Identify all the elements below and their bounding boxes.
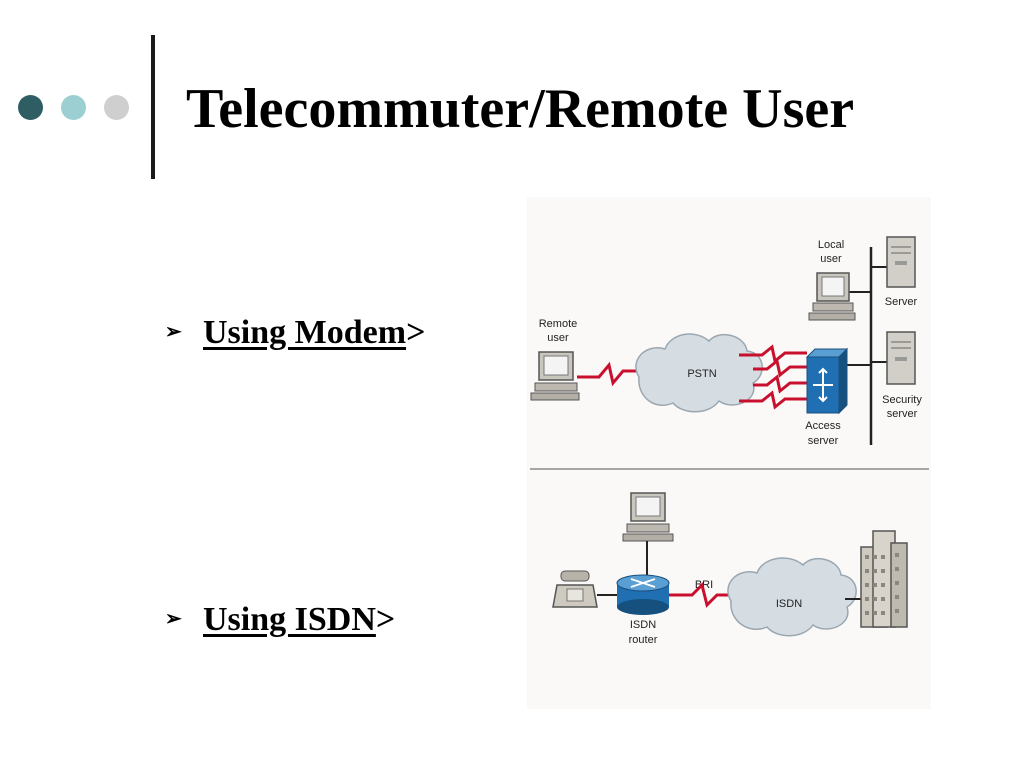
access-server-icon [805,347,849,415]
local-user-label-1: Local [818,239,844,251]
bullet-isdn: ➢ Using ISDN> [165,600,395,642]
remote-user-label-1: Remote [539,318,578,330]
lan-backbone [847,247,887,445]
diagram-svg: Local user Server Security server Remote… [527,197,931,709]
isdn-cloud-icon [727,557,857,637]
isdn-router-label-1: ISDN [630,619,656,631]
access-server-label-1: Access [805,420,841,432]
bullet-suffix: > [375,601,396,638]
bullet-modem: ➢ Using Modem> [165,313,425,355]
remote-user-label-2: user [547,332,569,344]
isdn-router-icon [616,574,670,615]
title-divider [151,35,155,179]
pstn-cloud-icon [635,333,763,413]
pstn-label: PSTN [687,368,716,380]
server-label: Server [885,296,918,308]
decor-dot-dark [18,95,43,120]
isdn-pc-computer-icon [622,492,674,542]
slide-title: Telecommuter/Remote User [186,78,855,140]
isdn-router-label-2: router [629,634,658,646]
local-user-label-2: user [820,253,842,265]
arrow-bullet-icon: ➢ [165,321,182,344]
remote-user-computer-icon [530,351,580,401]
network-diagram: Local user Server Security server Remote… [527,197,931,714]
decor-dot-mid [61,95,86,120]
arrow-bullet-icon: ➢ [165,608,182,631]
bri-link [669,582,731,608]
using-isdn-link[interactable]: Using ISDN [203,601,376,638]
serial-link-remote [577,361,639,387]
office-building-icon [860,530,908,628]
local-user-computer-icon [808,272,856,321]
isdn-cloud-label: ISDN [776,598,802,610]
serial-links-access [739,344,807,410]
access-server-label-2: server [808,435,839,447]
bullet-suffix: > [406,314,426,351]
server-icon [886,236,916,288]
security-server-label-2: server [887,408,918,420]
telephone-icon [552,570,598,608]
security-server-label-1: Security [882,394,922,406]
decor-dot-light [104,95,129,120]
using-modem-link[interactable]: Using Modem [203,314,407,351]
security-server-icon [886,331,916,385]
